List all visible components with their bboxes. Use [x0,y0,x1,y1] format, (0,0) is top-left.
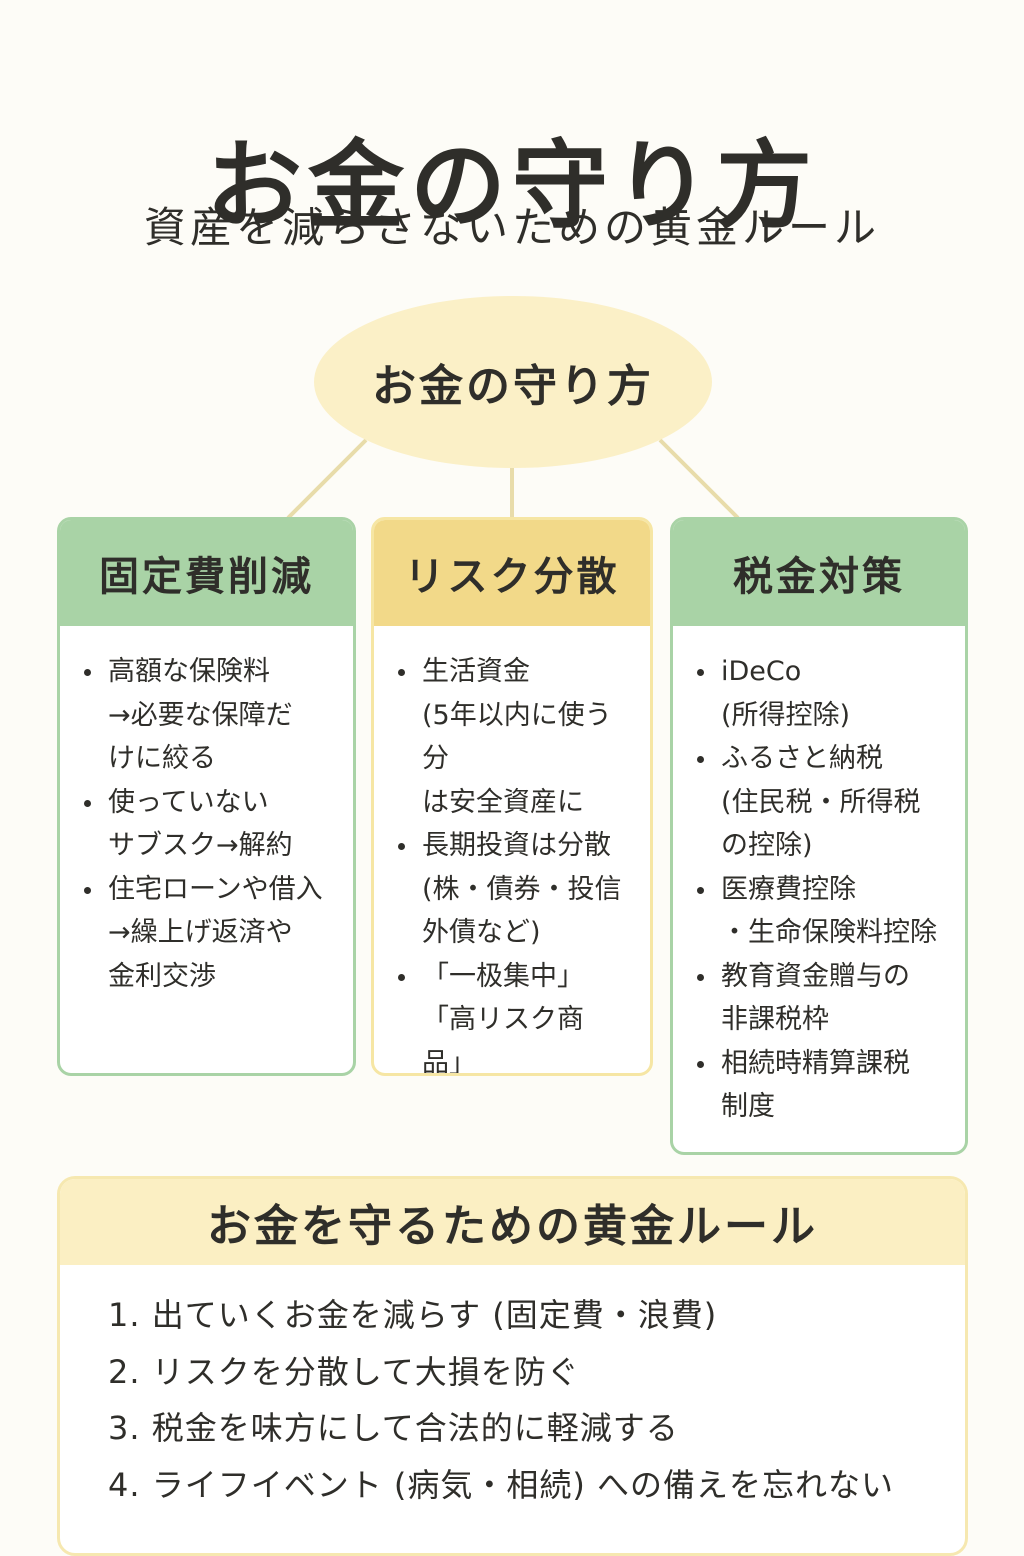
list-item: 住宅ローンや借入 →繰上げ返済や 金利交渉 [80,868,339,999]
central-topic-label: お金の守り方 [372,361,654,412]
card-item-list: iDeCo (所得控除) ふるさと納税 (住民税・所得税 の控除) 医療費控除 … [673,626,965,1129]
list-item: 生活資金 (5年以内に使う分 は安全資産に [394,650,636,824]
connector-lines [286,438,740,520]
list-item: 「一极集中」 「高リスク商品」 に手を出さない [394,955,636,1073]
rule-item: 4. ライフイベント (病気・相続) への備えを忘れない [108,1465,895,1504]
list-item: 使っていない サブスク→解約 [80,781,339,868]
card-item-list: 生活資金 (5年以内に使う分 は安全資産に 長期投資は分散 (株・債券・投信 外… [374,626,650,1073]
central-topic: お金の守り方 [314,296,712,468]
card-title: 税金対策 [673,520,965,626]
list-item: 教育資金贈与の 非課税枠 [693,955,951,1042]
rule-item: 2. リスクを分散して大損を防ぐ [108,1352,580,1391]
connector-left [286,438,368,520]
card-fixed-cost-reduction: 固定費削減 高額な保険料 →必要な保障だ けに絞る 使っていない サブスク→解約… [57,517,356,1076]
page-subtitle: 資産を減らさないための黄金ルール [143,203,880,252]
card-risk-diversification: リスク分散 生活資金 (5年以内に使う分 は安全資産に 長期投資は分散 (株・債… [371,517,653,1076]
card-tax-measures: 税金対策 iDeCo (所得控除) ふるさと納税 (住民税・所得税 の控除) 医… [670,517,968,1155]
page-title: お金の守り方 [206,130,818,243]
connector-right [658,438,740,520]
card-title: 固定費削減 [60,520,353,626]
list-item: 高額な保険料 →必要な保障だ けに絞る [80,650,339,781]
rule-item: 3. 税金を味方にして合法的に軽減する [108,1409,679,1447]
golden-rules-title: お金を守るための黄金ルール [60,1179,965,1265]
card-item-list: 高額な保険料 →必要な保障だ けに絞る 使っていない サブスク→解約 住宅ローン… [60,626,353,998]
golden-rules-panel: お金を守るための黄金ルール 1. 出ていくお金を減らす (固定費・浪費) 2. … [57,1176,968,1556]
rule-item: 1. 出ていくお金を減らす (固定費・浪費) [108,1296,718,1334]
golden-rules-list: 1. 出ていくお金を減らす (固定費・浪費) 2. リスクを分散して大損を防ぐ … [60,1265,965,1513]
card-title: リスク分散 [374,520,650,626]
list-item: 相続時精算課税 制度 [693,1042,951,1129]
list-item: 医療費控除 ・生命保険料控除 [693,868,951,955]
list-item: iDeCo (所得控除) [693,650,951,737]
list-item: 長期投資は分散 (株・債券・投信 外債など) [394,824,636,955]
list-item: ふるさと納税 (住民税・所得税 の控除) [693,737,951,868]
